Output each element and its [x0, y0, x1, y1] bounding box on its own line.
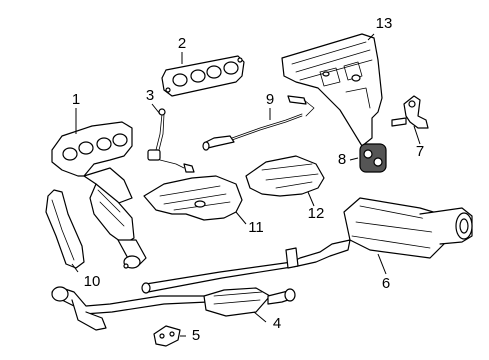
part-10-lower-heat-shield: [45, 189, 85, 269]
part-2-manifold-gasket: [161, 55, 245, 97]
part-5-gasket: [153, 325, 181, 347]
callout-3: 3: [146, 87, 154, 104]
part-3-front-oxygen-sensor: [147, 108, 195, 173]
part-12-heat-shield: [245, 155, 325, 197]
callout-2: 2: [178, 35, 186, 52]
part-4-front-pipe: [51, 286, 296, 331]
callout-11: 11: [248, 219, 264, 236]
part-6-muffler-assembly: [141, 197, 473, 294]
callout-7: 7: [416, 143, 424, 160]
part-9-rear-oxygen-sensor: [202, 95, 315, 151]
callout-1: 1: [72, 91, 80, 108]
callout-4: 4: [273, 315, 281, 332]
callout-8: 8: [338, 151, 346, 168]
part-7-bracket: [391, 95, 429, 129]
leader-lines: [71, 33, 421, 337]
part-11-heat-shield: [143, 175, 243, 221]
callout-5: 5: [192, 327, 200, 344]
callout-6: 6: [382, 275, 390, 292]
part-8-rubber-hanger: [359, 143, 387, 173]
callout-12: 12: [308, 205, 325, 222]
callout-9: 9: [266, 91, 274, 108]
callout-10: 10: [84, 273, 101, 290]
callout-13: 13: [376, 15, 393, 32]
part-13-upper-heat-shield: [281, 33, 383, 147]
part-1-exhaust-manifold: [51, 121, 147, 269]
callout-labels: 1 2 3 4 5 6 7 8 9 10 11 12 13: [72, 15, 424, 344]
